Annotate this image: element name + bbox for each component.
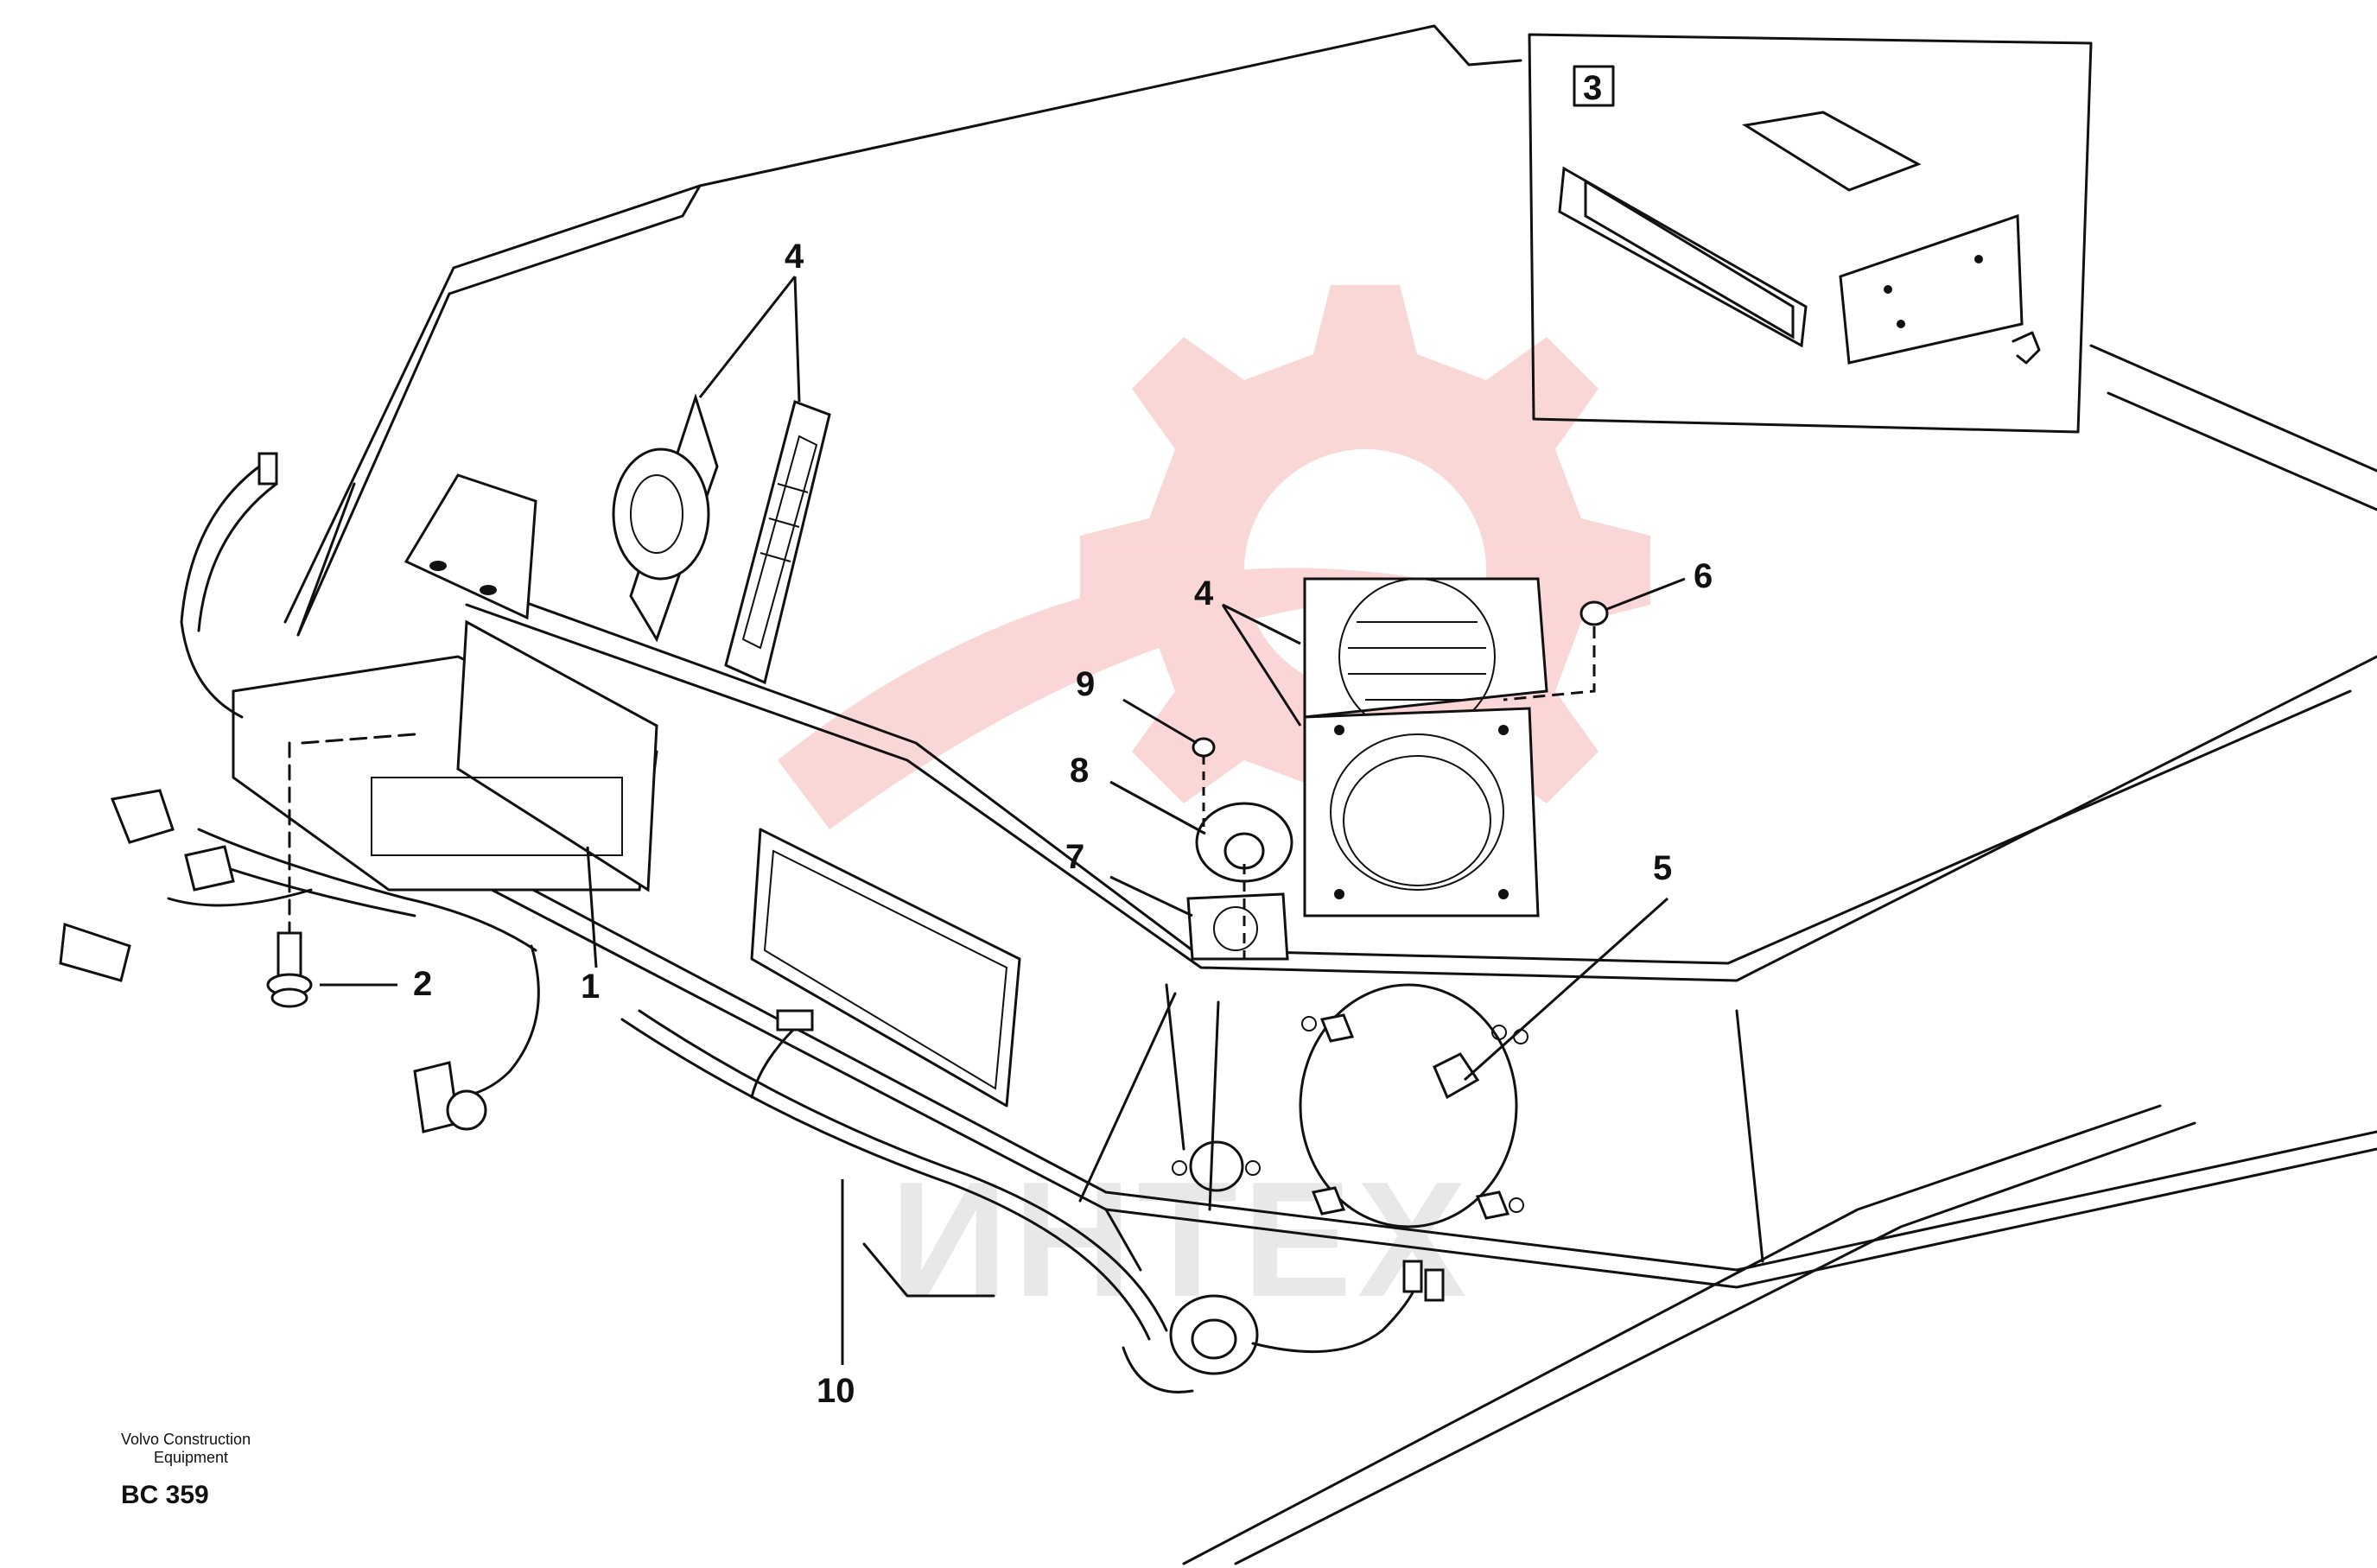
screw-icon	[1579, 600, 1609, 626]
mounting-bracket-plate	[404, 473, 537, 620]
watermark-text: ИНТЕХ	[890, 1148, 1471, 1331]
inset-radio-box: 3	[1528, 33, 2093, 434]
switch-assembly	[1186, 737, 1293, 961]
bracket-hole	[1974, 255, 1983, 263]
screw-9-icon	[1192, 737, 1216, 758]
dash-ring-plate	[1299, 983, 1529, 1228]
speaker-assembly-upper	[612, 393, 831, 685]
bracket-hole	[1884, 285, 1892, 294]
callout-3[interactable]: 3	[1583, 69, 1602, 107]
callout-2[interactable]: 2	[413, 965, 432, 1003]
grille-mesh-icon	[759, 483, 809, 562]
callout-6[interactable]: 6	[1694, 557, 1713, 595]
speaker-grille	[724, 400, 831, 685]
switch-bracket-7	[1186, 892, 1289, 961]
connector-icon	[257, 452, 278, 486]
connector-icon	[184, 845, 235, 892]
radio-body	[1584, 179, 1795, 340]
speaker-cone-icon	[612, 448, 710, 581]
speaker-mesh-icon	[1348, 621, 1486, 701]
drawing-code: BC 359	[121, 1481, 209, 1509]
radio-card	[1741, 111, 1922, 192]
leader-lines	[320, 276, 1686, 1365]
wiring-harness-left	[59, 452, 540, 1133]
clip-5-icon	[1433, 1052, 1480, 1100]
connector-icon	[776, 1009, 814, 1032]
radio-bracket	[1839, 213, 2024, 365]
company-name-line2: Equipment	[154, 1449, 228, 1466]
connector-icon	[1402, 1260, 1423, 1293]
callout-5[interactable]: 5	[1653, 849, 1672, 887]
speaker-assembly-right	[1303, 577, 1609, 917]
callout-9[interactable]: 9	[1076, 665, 1095, 703]
connector-icon	[1424, 1268, 1445, 1302]
screw-icon	[2012, 331, 2041, 365]
radio-mounting-box	[232, 473, 658, 892]
dash-hole	[1189, 1140, 1244, 1192]
box-front-frame	[456, 619, 658, 892]
callout-10[interactable]: 10	[817, 1372, 855, 1410]
company-name-line1: Volvo Construction	[121, 1431, 251, 1448]
callout-4-right[interactable]: 4	[1194, 575, 1214, 613]
wiring-harness-10	[620, 1009, 1445, 1393]
bolt-part-2	[266, 741, 313, 1008]
callout-7[interactable]: 7	[1065, 838, 1084, 876]
callout-1[interactable]: 1	[581, 968, 600, 1006]
grommet-icon	[446, 1089, 487, 1131]
inset-label-box	[1573, 65, 1615, 107]
connector-icon	[110, 789, 175, 844]
bracket-hole	[1897, 320, 1905, 328]
callout-4-upper[interactable]: 4	[785, 238, 804, 276]
callout-8[interactable]: 8	[1070, 752, 1089, 790]
connector-icon	[59, 922, 131, 982]
